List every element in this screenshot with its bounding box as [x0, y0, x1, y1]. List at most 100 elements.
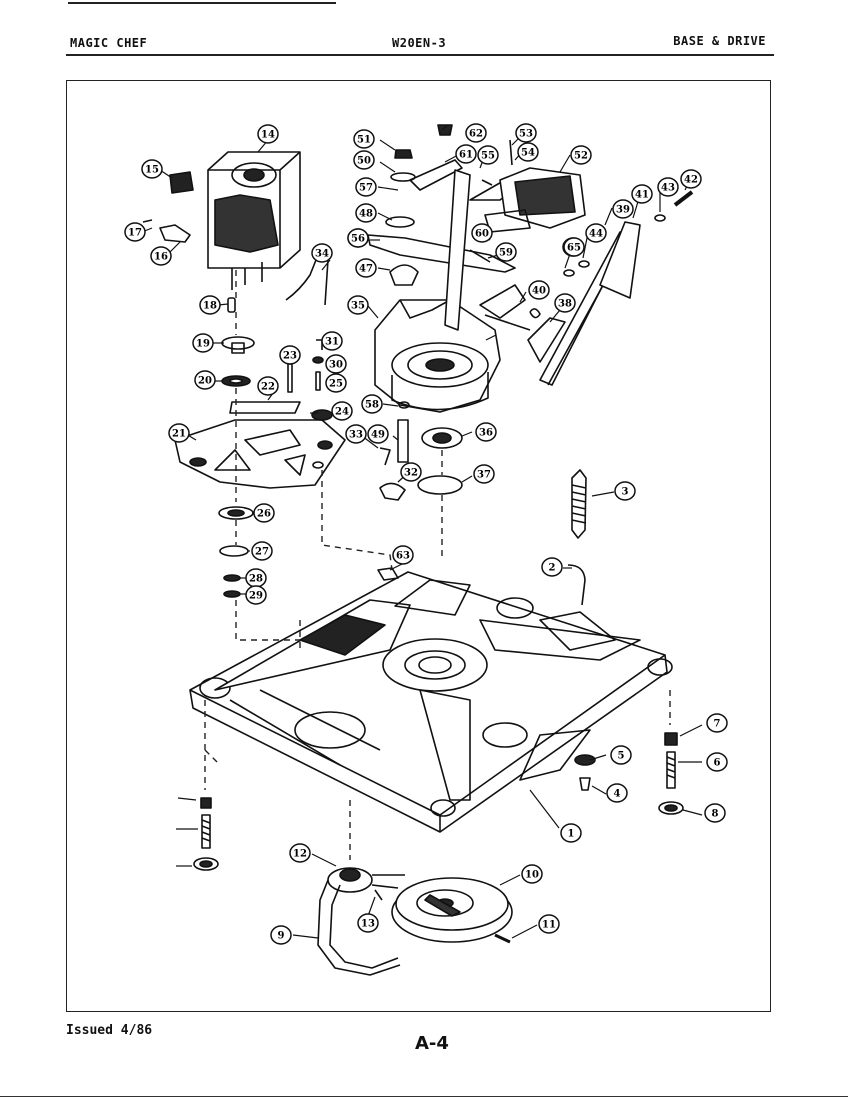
callout-number: 1: [568, 829, 575, 840]
callout-56: 56: [347, 228, 369, 248]
callout-3: 3: [614, 481, 636, 501]
callout-18: 18: [199, 295, 221, 315]
callout-2: 2: [541, 557, 563, 577]
linkage-rods: [527, 190, 694, 386]
callout-25: 25: [325, 373, 347, 393]
callout-number: 23: [283, 351, 297, 362]
callout-24: 24: [331, 401, 353, 421]
callout-32: 32: [400, 462, 422, 482]
callout-number: 60: [475, 229, 489, 240]
issued-date: Issued 4/86: [66, 1023, 153, 1038]
callout-31: 31: [321, 331, 343, 351]
callout-59: 59: [495, 242, 517, 262]
callout-20: 20: [194, 370, 216, 390]
callout-4: 4: [606, 783, 628, 803]
callout-61: 61: [455, 144, 477, 164]
callout-43: 43: [657, 177, 679, 197]
callout-33: 33: [345, 424, 367, 444]
callout-5: 5: [610, 745, 632, 765]
callout-9: 9: [270, 925, 292, 945]
callout-number: 44: [589, 229, 603, 240]
callout-number: 12: [293, 849, 307, 860]
callout-number: 32: [404, 468, 418, 479]
callout-number: 3: [622, 487, 629, 498]
callout-8: 8: [704, 803, 726, 823]
callout-44: 44: [585, 223, 607, 243]
callout-number: 21: [172, 429, 186, 440]
callout-10: 10: [521, 864, 543, 884]
callout-62: 62: [465, 123, 487, 143]
callout-markers: 1234567891011121314151617181920212223242…: [124, 123, 728, 945]
callout-number: 47: [359, 264, 373, 275]
callout-number: 18: [203, 301, 217, 312]
callout-number: 17: [128, 228, 142, 239]
callout-number: 57: [359, 183, 373, 194]
drive-motor: [207, 151, 301, 290]
callout-34: 34: [311, 243, 333, 263]
callout-12: 12: [289, 843, 311, 863]
callout-number: 8: [712, 809, 719, 820]
callout-6: 6: [706, 752, 728, 772]
callout-27: 27: [251, 541, 273, 561]
callout-number: 19: [196, 339, 210, 350]
callout-number: 41: [635, 190, 649, 201]
callout-number: 58: [365, 400, 379, 411]
callout-30: 30: [325, 354, 347, 374]
callout-number: 27: [255, 547, 269, 558]
callout-number: 54: [521, 148, 535, 159]
callout-36: 36: [475, 422, 497, 442]
page-header: MAGIC CHEF W20EN-3 BASE & DRIVE: [66, 34, 774, 56]
callout-number: 40: [532, 286, 546, 297]
callout-16: 16: [150, 246, 172, 266]
callout-53: 53: [515, 123, 537, 143]
callout-number: 38: [558, 299, 572, 310]
callout-40: 40: [528, 280, 550, 300]
springs: [285, 253, 587, 606]
callout-number: 28: [249, 574, 263, 585]
callout-15: 15: [141, 159, 163, 179]
callout-number: 63: [396, 551, 410, 562]
callout-38: 38: [554, 293, 576, 313]
motor-mounting-plate: [174, 401, 346, 489]
callout-number: 35: [351, 301, 365, 312]
callout-14: 14: [257, 124, 279, 144]
callout-55: 55: [477, 145, 499, 165]
pulleys-and-belt: [317, 867, 513, 976]
callout-23: 23: [279, 345, 301, 365]
callout-19: 19: [192, 333, 214, 353]
section-label: BASE & DRIVE: [673, 34, 766, 48]
linkage-assembly: [367, 124, 586, 331]
callout-number: 62: [469, 129, 483, 140]
callout-number: 50: [357, 156, 371, 167]
callout-number: 65: [567, 243, 581, 254]
callout-number: 9: [278, 931, 285, 942]
callout-number: 36: [479, 428, 493, 439]
small-hardware: [142, 171, 463, 581]
callout-number: 39: [616, 205, 630, 216]
callout-number: 6: [714, 758, 721, 769]
brand-label: MAGIC CHEF: [70, 36, 148, 50]
callout-number: 56: [351, 234, 365, 245]
callout-22: 22: [257, 376, 279, 396]
callout-number: 48: [359, 209, 373, 220]
callout-number: 49: [371, 430, 385, 441]
callout-number: 24: [335, 407, 349, 418]
callout-37: 37: [473, 464, 495, 484]
callout-number: 10: [525, 870, 539, 881]
model-label: W20EN-3: [392, 36, 447, 50]
callout-51: 51: [353, 129, 375, 149]
callout-number: 33: [349, 430, 363, 441]
callout-number: 52: [574, 151, 588, 162]
base-plate: [189, 571, 673, 833]
callout-number: 43: [661, 183, 675, 194]
callout-number: 26: [257, 509, 271, 520]
callout-number: 14: [261, 130, 275, 141]
leveling-feet: [193, 732, 684, 871]
callout-number: 4: [614, 789, 621, 800]
callout-number: 20: [198, 376, 212, 387]
callout-29: 29: [245, 585, 267, 605]
callout-63: 63: [392, 545, 414, 565]
callout-47: 47: [355, 258, 377, 278]
callout-1: 1: [560, 823, 582, 843]
